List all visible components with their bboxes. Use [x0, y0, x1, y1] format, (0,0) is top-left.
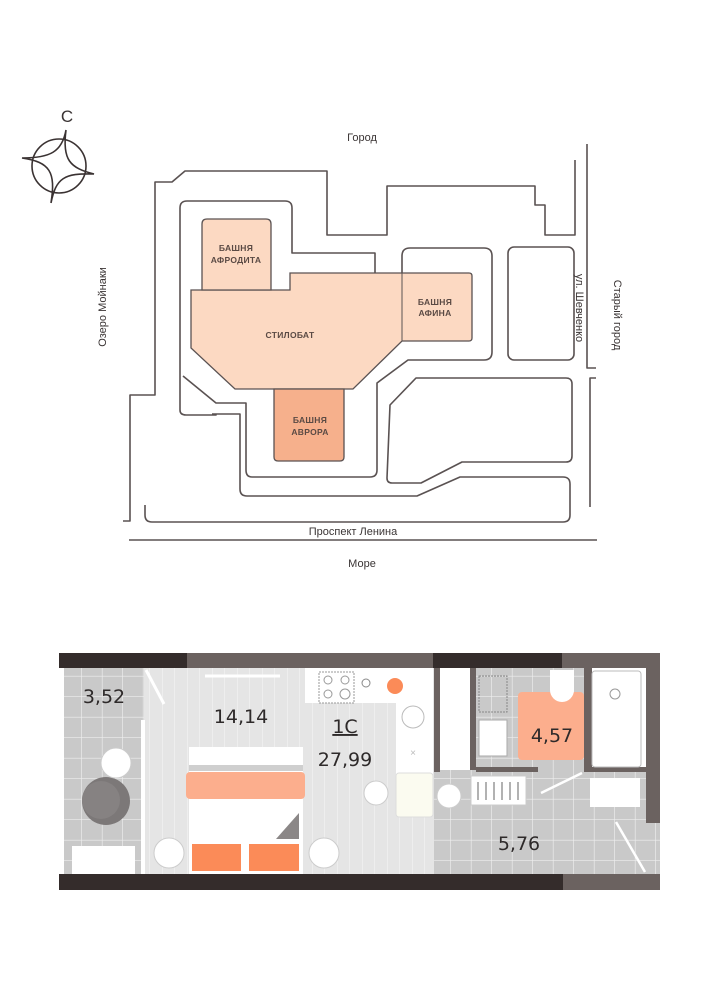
top-direction-label: Город — [347, 132, 377, 144]
avrora-label-1: БАШНЯ — [293, 415, 327, 425]
compass-rose-icon — [21, 129, 95, 204]
pillow-right — [249, 844, 299, 871]
hallway-bench — [590, 778, 640, 807]
bed-fold — [276, 813, 299, 839]
wall-kitchen-divider — [434, 668, 440, 772]
plant-icon — [100, 747, 132, 779]
total-area: 27,99 — [318, 749, 372, 771]
compass-north-label: С — [61, 107, 73, 126]
wall-top-right — [433, 653, 562, 668]
afrodita-label-2: АФРОДИТА — [211, 255, 262, 265]
nightstand-left — [153, 837, 185, 869]
dishwasher-icon: × — [410, 748, 416, 759]
fruit-bowl — [387, 678, 403, 694]
bottom-direction-label: Море — [348, 558, 376, 570]
wall-top-mid — [187, 653, 433, 668]
site-plan: БАШНЯ АФРОДИТА СТИЛОБАТ БАШНЯ АФИНА БАШН… — [97, 132, 623, 570]
building-avrora[interactable] — [273, 388, 345, 462]
area-bathroom: 4,57 — [531, 725, 573, 747]
balcony-door[interactable] — [144, 669, 166, 705]
shoe-rack — [470, 775, 527, 806]
fridge — [395, 772, 434, 818]
area-living-room: 14,14 — [214, 706, 268, 728]
building-afrodita[interactable] — [201, 218, 272, 291]
washing-machine — [478, 675, 508, 713]
wall-bath-side — [584, 668, 592, 768]
compass: С — [21, 107, 95, 204]
afina-label-2: АФИНА — [418, 308, 451, 318]
bed-headboard-line — [189, 765, 303, 771]
sink-cabinet — [478, 719, 508, 757]
street-prospekt-lenina: Проспект Ленина — [309, 526, 398, 538]
street-shevchenko: ул. Шевченко — [573, 274, 585, 342]
balcony-window — [141, 720, 145, 874]
avrora-label-2: АВРОРА — [291, 427, 328, 437]
apartment-type: 1С — [332, 716, 357, 738]
area-balcony: 3,52 — [83, 686, 125, 708]
wall-bottom-left — [59, 874, 187, 890]
area-hallway: 5,76 — [498, 833, 540, 855]
toilet-icon — [550, 670, 574, 702]
wall-top-left — [59, 653, 187, 668]
bed-blanket — [186, 772, 305, 799]
dining-chair — [363, 780, 389, 806]
wall-closet — [470, 668, 476, 770]
left-direction-label: Озеро Мойнаки — [97, 267, 109, 347]
wall-right — [646, 653, 660, 823]
entrance-door[interactable] — [614, 821, 647, 873]
balcony-table — [72, 846, 135, 874]
wall-bottom-right — [563, 874, 660, 890]
stylobate-label: СТИЛОБАТ — [266, 330, 315, 340]
floor-plan: × 3,52 14,14 1С 27,99 4,57 5,76 — [59, 653, 660, 890]
bath-mat — [518, 692, 584, 760]
kitchen-stool — [401, 705, 425, 729]
right-direction-label: Старый город — [611, 280, 623, 351]
nightstand-right — [308, 837, 340, 869]
afrodita-label-1: БАШНЯ — [219, 243, 253, 253]
wall-bath-right — [584, 767, 646, 772]
wall-bath-left — [476, 767, 538, 772]
closet — [442, 670, 468, 767]
bathtub — [591, 670, 642, 768]
wall-top-far-right — [562, 653, 660, 668]
pillow-left — [192, 844, 241, 871]
bathroom-door[interactable] — [540, 771, 583, 795]
hallway-pouf — [436, 783, 462, 809]
sink-icon — [361, 678, 371, 688]
afina-label-1: БАШНЯ — [418, 297, 452, 307]
armchair-seat — [82, 781, 120, 819]
wall-bottom-mid — [187, 874, 563, 890]
